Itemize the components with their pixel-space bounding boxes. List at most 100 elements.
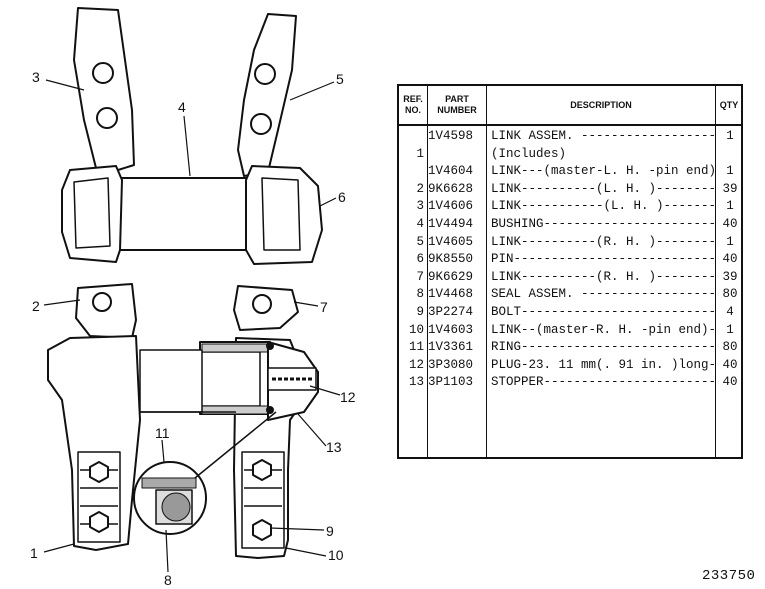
table-row: 7 9K6629 LINK----------(R. H. )-----------… [399,269,741,286]
table-row: 3 1V4606 LINK-----------(L. H. )----------… [399,198,741,215]
callout-3: 3 [32,69,40,85]
description-cell: PLUG-23. 11 mm(. 91 in. )long--- [491,357,715,372]
description-cell: (Includes) [491,146,567,161]
callout-10: 10 [328,547,344,563]
ref-cell: 3 [416,199,424,214]
ref-cell: 1 [416,146,424,161]
link-top-left [73,7,135,171]
part-number-cell: 3P2274 [428,305,474,319]
callout-1: 1 [30,545,38,561]
callout-6: 6 [338,189,346,205]
description-cell: LINK ASSEM. ----------------------- [491,129,715,143]
description-cell: LINK----------(R. H. )----------- [491,269,715,284]
ref-cell: 10 [408,322,424,337]
part-number-cell: 1V4468 [428,287,474,302]
ref-cell: 7 [416,269,424,284]
ref-cell: 2 [416,181,424,196]
callout-13: 13 [326,439,342,455]
table-row: 2 9K6628 LINK----------(L. H. )-----------… [399,181,741,198]
link-hole [92,62,114,84]
ref-cell: 12 [408,357,424,372]
part-number-cell: 3P1103 [428,375,474,390]
part-number-cell: 1V4606 [428,199,474,214]
description-cell: PIN------------------------------ [491,252,715,267]
qty-cell: 1 [726,164,734,179]
figure-number: 233750 [702,568,756,584]
link-hole [254,63,276,85]
ref-cell: 4 [416,217,424,231]
table-row: 4 1V4494 BUSHING--------------------------… [399,216,741,233]
ref-cell: 13 [408,375,424,390]
qty-cell: 40 [722,375,738,390]
part-number-cell: 1V4603 [428,322,474,337]
header-qty: QTY [719,99,739,110]
description-cell: RING----------------------------- [491,340,715,355]
table-row: 5 1V4605 LINK----------(R. H. )-----------… [399,234,741,251]
pin-end-left [61,165,123,263]
callout-2: 2 [32,298,40,314]
link-top-right [237,13,297,177]
ref-cell: 5 [416,234,424,249]
description-cell: LINK---(master-L. H. -pin end)-- [491,164,715,179]
qty-cell: 40 [722,357,738,372]
description-cell: BUSHING-------------------------- [491,217,715,231]
table-row: 1 (Includes) [399,146,741,163]
qty-cell: 39 [722,269,738,284]
part-number-cell: 1V4598 [428,129,474,143]
description-cell: SEAL ASSEM. --------------------- [491,287,715,302]
table-row: 6 9K8550 PIN------------------------------… [399,251,741,268]
table-row: 10 1V4603 LINK--(master-R. H. -pin end)-- 1 [399,322,741,339]
qty-cell: 39 [722,181,738,196]
callout-9: 9 [326,523,334,539]
pin-end-right [245,165,323,265]
table-row: 13 3P1103 STOPPER-------------------------… [399,374,741,391]
ref-cell: 9 [416,305,424,319]
callout-4: 4 [178,99,186,115]
part-number-cell: 9K6628 [428,181,474,196]
part-number-cell: 1V4494 [428,217,474,231]
callout-11: 11 [155,425,170,441]
part-number-cell: 9K6629 [428,269,474,284]
part-number-cell: 1V4605 [428,234,474,249]
qty-cell: 40 [722,217,738,231]
callout-7: 7 [320,299,328,315]
table-row: 12 3P3080 PLUG-23. 11 mm(. 91 in. )long---… [399,357,741,374]
callout-8: 8 [164,572,172,588]
description-cell: STOPPER-------------------------- [491,375,715,390]
qty-cell: 80 [722,340,738,355]
qty-cell: 1 [726,129,734,143]
description-cell: BOLT----------------------------- [491,305,715,319]
table-row: 11 1V3361 RING----------------------------… [399,339,741,356]
bushing [117,177,249,251]
description-cell: LINK--(master-R. H. -pin end)-- [491,322,715,337]
qty-cell: 80 [722,287,738,302]
part-number-cell: 3P3080 [428,357,474,372]
qty-cell: 1 [726,199,734,214]
ref-cell: 11 [408,340,424,355]
table-row: 9 3P2274 BOLT-----------------------------… [399,304,741,321]
header-ref: REF.NO. [403,94,423,115]
part-number-cell: 1V3361 [428,340,474,355]
link-hole [250,113,272,135]
description-cell: LINK----------(L. H. )----------- [491,181,715,196]
qty-cell: 1 [726,322,734,337]
qty-cell: 4 [726,305,734,319]
qty-cell: 40 [722,252,738,267]
part-number-cell: 9K8550 [428,252,474,267]
qty-cell: 1 [726,234,734,249]
callout-5: 5 [336,71,344,87]
link-hole [96,107,118,129]
description-cell: LINK-----------(L. H. )---------- [491,199,715,214]
callout-12: 12 [340,389,356,405]
part-number-cell: 1V4604 [428,164,474,179]
ref-cell: 6 [416,252,424,267]
track-link-diagram: 3 4 5 6 2 7 12 13 11 8 9 10 1 [30,7,356,588]
table-row: 1V4598 LINK ASSEM. ----------------------… [399,128,741,145]
table-row: 1V4604 LINK---(master-L. H. -pin end)-- 1 [399,163,741,180]
description-cell: LINK----------(R. H. )----------- [491,234,715,249]
header-description: DESCRIPTION [570,99,632,110]
